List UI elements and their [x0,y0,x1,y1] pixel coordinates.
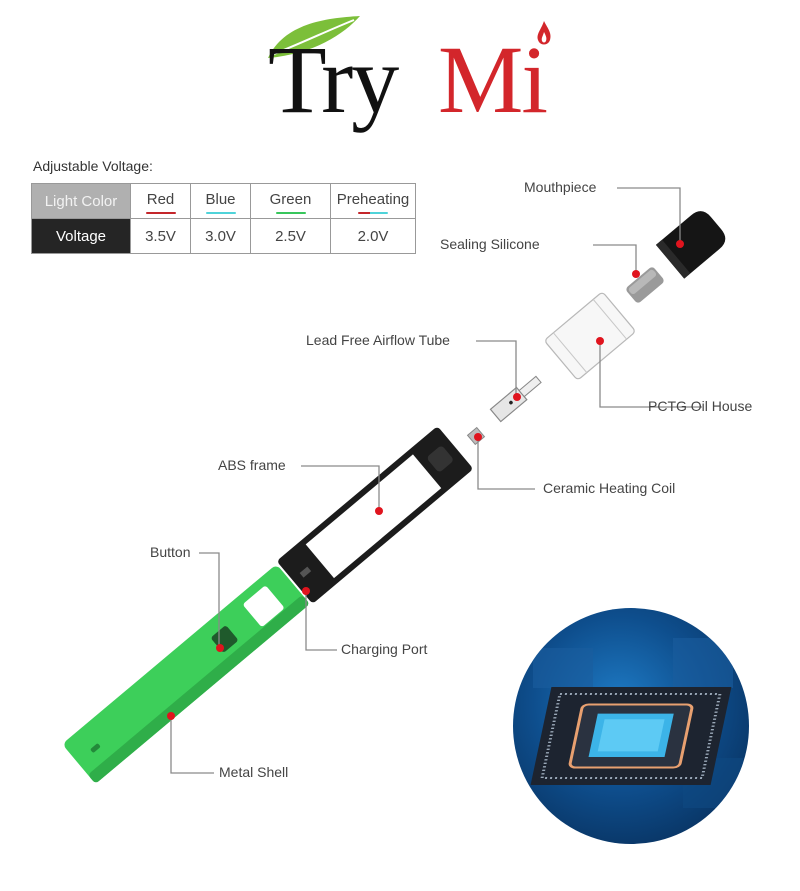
abs-frame-part [278,427,472,603]
label-airflow-tube: Lead Free Airflow Tube [306,332,450,348]
chip-icon [530,638,743,808]
chip-image [513,608,749,844]
color-name: Preheating [336,190,410,208]
voltage-value: 2.0V [330,218,416,254]
logo-text-mi: Mi [438,26,548,133]
logo-text-try: Try [268,26,399,133]
metal-shell-part [64,566,309,783]
label-mouthpiece: Mouthpiece [524,179,597,195]
sealing-silicone-part [626,267,664,303]
flame-icon [537,21,551,45]
part-markers [167,240,684,720]
voltage-row: Voltage 3.5V 3.0V 2.5V 2.0V [31,218,416,254]
color-name: Blue [205,190,236,208]
oil-house-part [545,292,635,380]
preheating-swatch [358,211,388,214]
leaf-icon [268,16,360,58]
color-name: Green [269,190,312,208]
leader-lines [170,187,702,774]
light-color-row: Light Color Red Blue Green Preheating [31,183,416,219]
voltage-header: Voltage [31,218,131,254]
label-oil-house: PCTG Oil House [648,398,753,414]
label-charging-port: Charging Port [341,641,428,657]
voltage-table-title: Adjustable Voltage: [33,158,153,174]
label-metal-shell: Metal Shell [219,764,289,780]
label-button: Button [150,544,191,560]
blue-swatch [205,211,236,214]
label-abs-frame: ABS frame [218,457,286,473]
voltage-value: 3.5V [130,218,191,254]
color-cell-blue: Blue [190,183,251,219]
green-swatch [275,211,306,214]
red-swatch [145,211,176,214]
mouthpiece-part [655,211,726,279]
voltage-table: Light Color Red Blue Green Preheating Vo… [31,183,416,254]
color-name: Red [146,190,175,208]
brand-logo: Try Mi [250,14,570,134]
label-heating-coil: Ceramic Heating Coil [543,480,676,496]
voltage-value: 3.0V [190,218,251,254]
light-color-header: Light Color [31,183,131,219]
voltage-value: 2.5V [250,218,331,254]
color-cell-green: Green [250,183,331,219]
label-sealing-silicone: Sealing Silicone [440,236,540,252]
